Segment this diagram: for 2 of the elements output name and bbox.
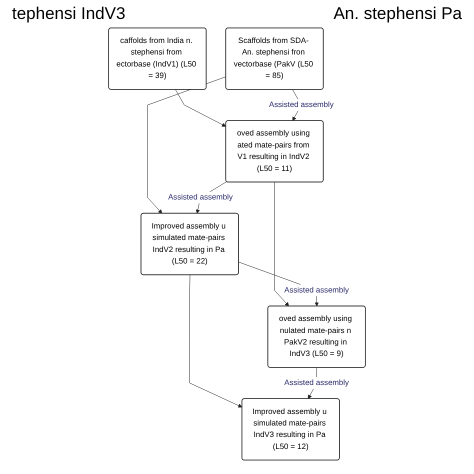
column-heading: tephensi IndV3 <box>12 4 126 24</box>
column-heading: An. stephensi Pa <box>333 4 462 24</box>
